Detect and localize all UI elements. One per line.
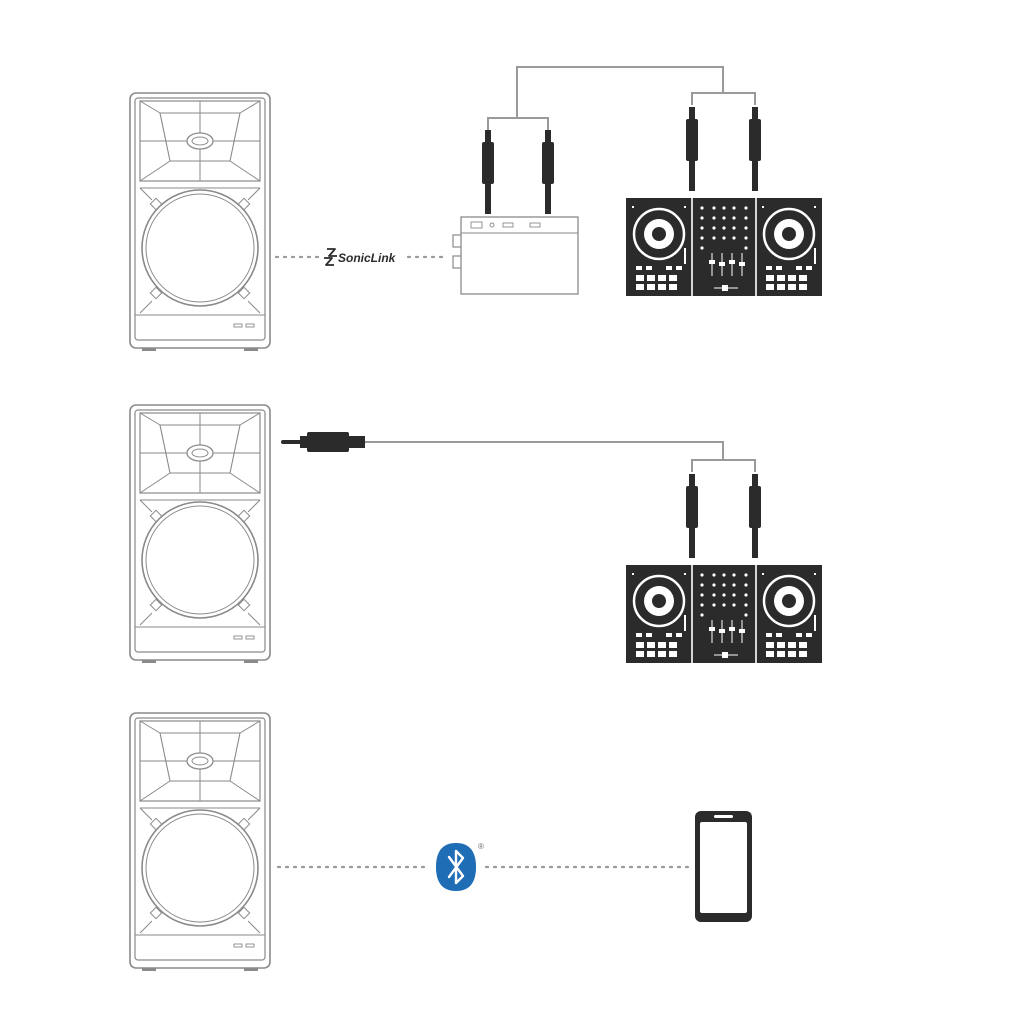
rca-plug-icon [482, 130, 494, 214]
speaker-icon [129, 404, 271, 664]
wireless-transmitter-icon [452, 216, 579, 295]
soniclink-label: SonicLink [338, 251, 397, 265]
bluetooth-icon [436, 843, 476, 891]
row-cable [129, 404, 824, 665]
rca-plug-icon [686, 107, 698, 191]
audio-cable [487, 66, 756, 130]
soniclink-logo-icon [324, 248, 337, 266]
rca-plug-icon [542, 130, 554, 214]
smartphone-icon [695, 811, 752, 922]
row-bluetooth: ® [129, 712, 752, 972]
rca-plug-icon [749, 474, 761, 558]
speaker-icon [129, 92, 271, 352]
rca-plug-icon [686, 474, 698, 558]
dj-controller-icon [624, 196, 824, 298]
trs-plug-icon [281, 432, 365, 452]
registered-mark: ® [478, 842, 484, 851]
audio-cable [365, 441, 756, 472]
row-sonic-link: SonicLink [129, 66, 824, 352]
rca-plug-icon [749, 107, 761, 191]
speaker-icon [129, 712, 271, 972]
dj-controller-icon [624, 563, 824, 665]
